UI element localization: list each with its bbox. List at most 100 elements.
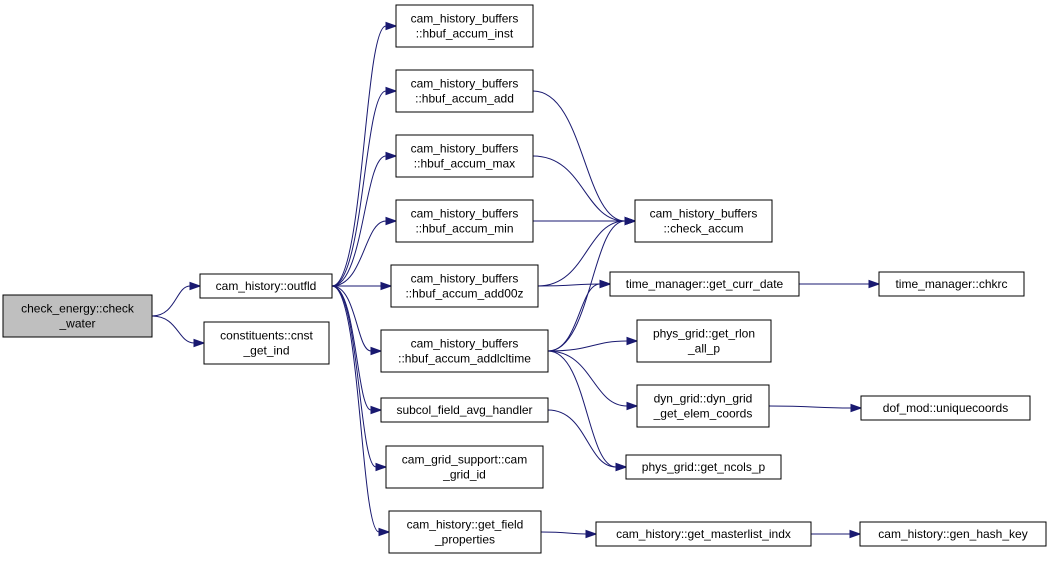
edge-line: [537, 220, 626, 287]
edge-line: [331, 220, 387, 287]
arrowhead: [615, 462, 628, 472]
edge-line: [537, 283, 601, 287]
node-label: _all_p: [687, 342, 720, 356]
node-label: dof_mod::uniquecoords: [883, 401, 1008, 415]
edge-line: [540, 531, 587, 535]
edge-outfld-to-hbuf-accum-add: [331, 86, 398, 287]
edge-line: [547, 409, 617, 468]
edge-line: [151, 315, 195, 344]
edge-hbuf-accum-add-to-check-accum: [532, 90, 637, 226]
node-label: cam_history_buffers: [411, 12, 519, 26]
node-box: [199, 273, 333, 299]
node-cam-grid-id[interactable]: cam_grid_support::cam_grid_id: [385, 445, 544, 489]
arrowhead: [849, 529, 862, 539]
node-check-accum[interactable]: cam_history_buffers::check_accum: [634, 199, 773, 243]
node-box: [634, 199, 773, 243]
arrowhead: [626, 401, 639, 411]
node-label: cam_history::gen_hash_key: [878, 527, 1027, 541]
node-box: [595, 521, 812, 547]
edge-outfld-to-hbuf-accum-max: [331, 151, 398, 287]
call-nodes: check_energy::check_water cam_history::ou…: [2, 4, 1047, 554]
node-label: constituents::cnst: [220, 329, 313, 343]
edge-line: [547, 350, 617, 468]
node-label: ::hbuf_accum_max: [414, 157, 515, 171]
node-get-elem-coords[interactable]: dyn_grid::dyn_grid_get_elem_coords: [636, 384, 770, 428]
edge-line: [331, 90, 387, 287]
node-gen-hash-key[interactable]: cam_history::gen_hash_key: [859, 521, 1047, 547]
node-box: [625, 454, 782, 480]
node-hbuf-accum-addlcltime[interactable]: cam_history_buffers::hbuf_accum_addlclti…: [380, 329, 549, 373]
node-label: cam_history::get_masterlist_indx: [616, 527, 791, 541]
edge-line: [547, 340, 628, 352]
arrowhead: [850, 403, 863, 413]
edge-line: [532, 90, 626, 222]
node-label: _properties: [434, 533, 495, 547]
node-label: cam_history::outfld: [216, 279, 317, 293]
arrowhead: [370, 405, 383, 415]
node-label: cam_history::get_field: [407, 518, 524, 532]
node-hbuf-accum-add00z[interactable]: cam_history_buffers::hbuf_accum_add00z: [390, 264, 539, 308]
node-label: subcol_field_avg_handler: [396, 403, 532, 417]
node-label: cam_history_buffers: [411, 142, 519, 156]
node-box: [203, 321, 330, 365]
arrowhead: [385, 216, 398, 226]
edge-line: [151, 285, 191, 317]
node-label: phys_grid::get_ncols_p: [642, 460, 766, 474]
arrowhead: [585, 529, 598, 539]
node-label: ::hbuf_accum_min: [415, 222, 513, 236]
node-box: [609, 271, 800, 297]
edge-outfld-to-hbuf-accum-min: [331, 216, 398, 287]
arrowhead: [380, 281, 393, 291]
node-get-ncols-p[interactable]: phys_grid::get_ncols_p: [625, 454, 782, 480]
node-uniquecoords[interactable]: dof_mod::uniquecoords: [860, 395, 1031, 421]
edge-hbuf-accum-addlcltime-to-get-rlon-all-p: [547, 336, 639, 352]
node-box: [636, 319, 772, 363]
node-hbuf-accum-min[interactable]: cam_history_buffers::hbuf_accum_min: [395, 199, 534, 243]
node-box: [390, 264, 539, 308]
edge-line: [547, 283, 601, 352]
node-box: [395, 4, 534, 48]
arrowhead: [624, 216, 637, 226]
edge-line: [331, 285, 372, 352]
node-box: [388, 510, 542, 554]
node-box: [636, 384, 770, 428]
node-subcol-field-avg-handler[interactable]: subcol_field_avg_handler: [380, 397, 549, 423]
node-hbuf-accum-max[interactable]: cam_history_buffers::hbuf_accum_max: [395, 134, 534, 178]
node-label: _grid_id: [442, 468, 486, 482]
edge-hbuf-accum-addlcltime-to-get-ncols-p: [547, 350, 628, 472]
edge-outfld-to-get-field-properties: [331, 285, 391, 537]
edge-line: [331, 155, 387, 287]
edge-line: [532, 155, 626, 222]
arrowhead: [385, 151, 398, 161]
node-hbuf-accum-add[interactable]: cam_history_buffers::hbuf_accum_add: [395, 69, 534, 113]
node-check-water[interactable]: check_energy::check_water: [2, 294, 153, 338]
node-outfld[interactable]: cam_history::outfld: [199, 273, 333, 299]
node-get-curr-date[interactable]: time_manager::get_curr_date: [609, 271, 800, 297]
edge-outfld-to-cam-grid-id: [331, 285, 388, 472]
node-get-masterlist-indx[interactable]: cam_history::get_masterlist_indx: [595, 521, 812, 547]
edge-outfld-to-hbuf-accum-inst: [331, 21, 398, 287]
edge-get-masterlist-indx-to-gen-hash-key: [810, 529, 862, 539]
node-chkrc[interactable]: time_manager::chkrc: [878, 271, 1025, 297]
node-hbuf-accum-inst[interactable]: cam_history_buffers::hbuf_accum_inst: [395, 4, 534, 48]
node-get-rlon-all-p[interactable]: phys_grid::get_rlon_all_p: [636, 319, 772, 363]
edge-check-water-to-outfld: [151, 281, 202, 317]
arrowhead: [385, 21, 398, 31]
edge-hbuf-accum-addlcltime-to-get-elem-coords: [547, 350, 639, 411]
node-get-field-properties[interactable]: cam_history::get_field_properties: [388, 510, 542, 554]
arrowhead: [370, 346, 383, 356]
node-label: time_manager::get_curr_date: [626, 277, 784, 291]
arrowhead: [385, 86, 398, 96]
arrowhead: [189, 281, 202, 291]
node-box: [2, 294, 153, 338]
arrowhead: [626, 336, 639, 346]
arrowhead: [378, 527, 391, 537]
edge-get-curr-date-to-chkrc: [799, 279, 881, 289]
node-label: ::check_accum: [663, 222, 743, 236]
node-cnst-get-ind[interactable]: constituents::cnst_get_ind: [203, 321, 330, 365]
node-box: [395, 199, 534, 243]
node-label: ::hbuf_accum_inst: [416, 27, 514, 41]
node-box: [395, 134, 534, 178]
node-label: phys_grid::get_rlon: [653, 327, 755, 341]
